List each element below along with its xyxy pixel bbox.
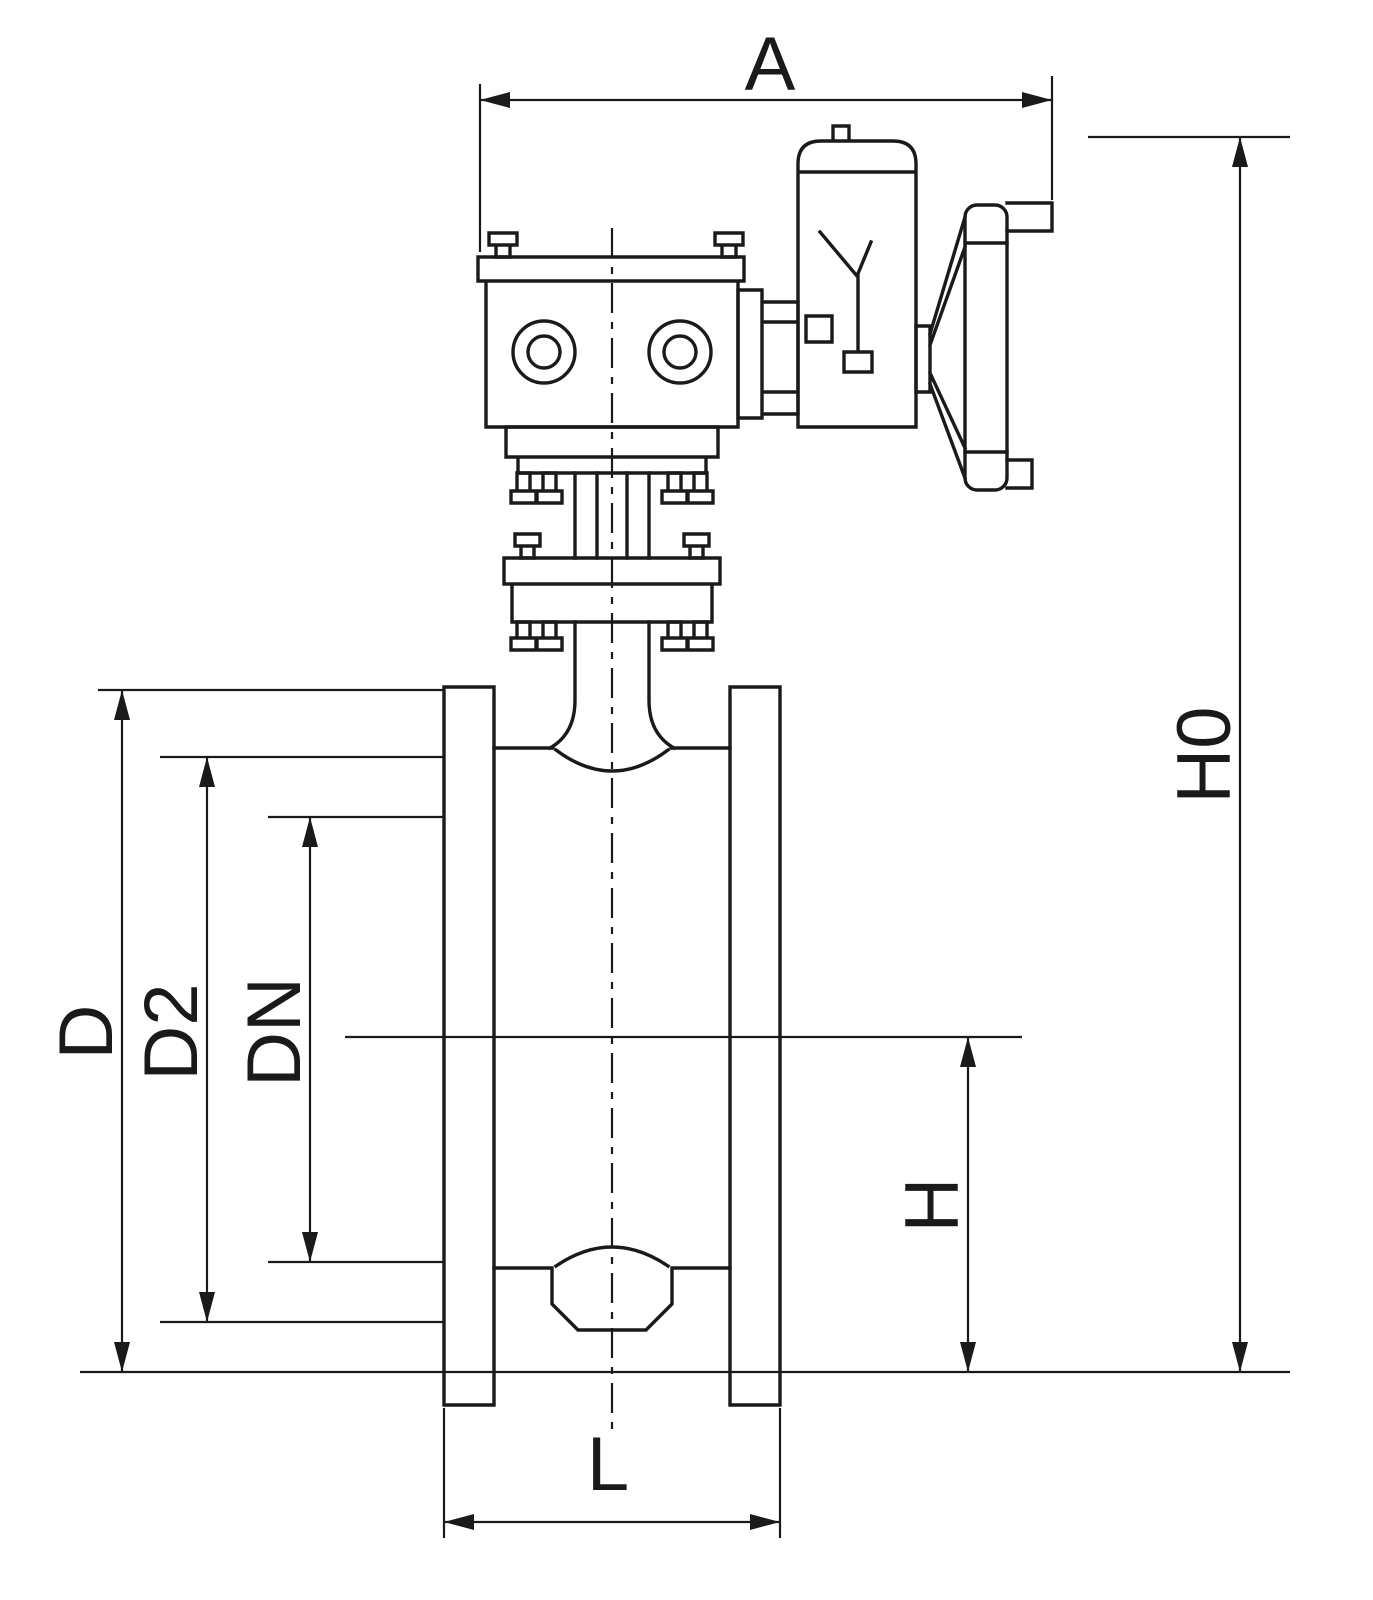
dimension-h0: H0	[1088, 135, 1290, 1372]
handwheel	[914, 201, 1054, 492]
dimension-l: L	[442, 1408, 782, 1538]
handwheel-rim	[963, 203, 1009, 492]
dimension-l-label: L	[587, 1422, 629, 1507]
dimension-a: A	[478, 22, 1054, 252]
gearbox-bolt-hole-right-inner	[662, 334, 698, 370]
dimension-l-lines	[442, 1408, 782, 1538]
stem-assembly	[502, 425, 722, 652]
dimension-a-lines	[478, 76, 1054, 252]
dimension-dn-label: DN	[232, 977, 317, 1087]
gearbox-cover-bolts	[487, 231, 745, 259]
dimension-h-label: H	[890, 1178, 975, 1233]
actuator-coupling	[736, 288, 800, 420]
dimension-h: H	[345, 1035, 1022, 1372]
dimension-d2: D2	[129, 755, 444, 1324]
body-outline	[492, 620, 732, 1332]
valve-body	[442, 620, 782, 1407]
dimension-a-label: A	[745, 22, 796, 107]
gearbox	[476, 231, 746, 429]
gearbox-bolt-hole-left-inner	[526, 334, 562, 370]
dimension-h0-label: H0	[1162, 706, 1247, 803]
dimension-d2-lines	[160, 755, 444, 1324]
dimension-dn: DN	[232, 815, 444, 1264]
gearbox-housing	[476, 255, 746, 429]
dimension-h-lines	[345, 1035, 1022, 1372]
dimension-d-lines	[98, 688, 444, 1372]
dimension-d: D	[44, 688, 444, 1372]
pipe-flanges	[442, 685, 782, 1407]
dimension-dn-lines	[268, 815, 444, 1264]
dimension-h0-lines	[1088, 135, 1290, 1372]
actuator-housing	[796, 124, 918, 429]
gearbox-bolt-hole-right-outer	[647, 319, 713, 385]
gearbox-bolt-hole-left-outer	[511, 319, 577, 385]
dimension-d-label: D	[44, 1005, 129, 1060]
handwheel-spokes-and-hub	[914, 214, 1009, 481]
stem-column	[573, 471, 651, 560]
flange-bolts	[509, 471, 715, 652]
worm-actuator	[736, 124, 918, 429]
actuator-lever	[817, 229, 874, 374]
dimension-d2-label: D2	[129, 983, 214, 1080]
handwheel-brackets	[1005, 201, 1054, 490]
